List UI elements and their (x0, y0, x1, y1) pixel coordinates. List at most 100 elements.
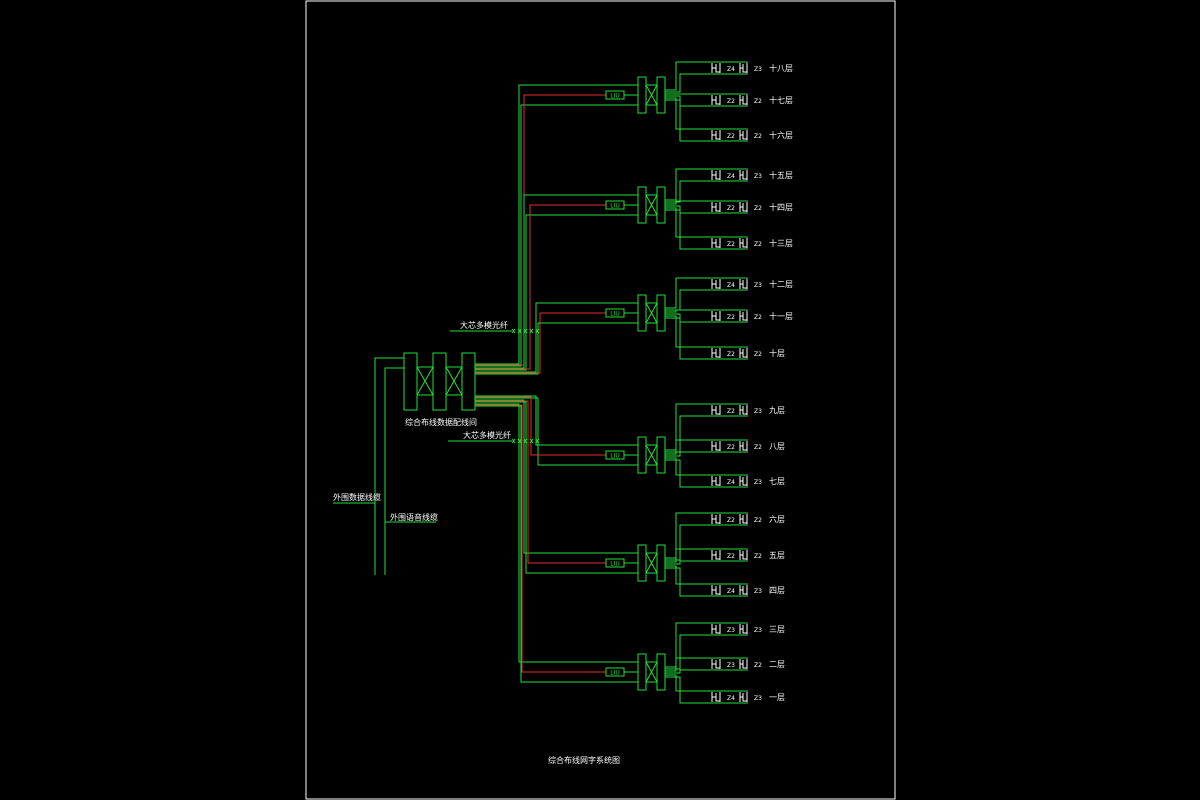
voice-outlet-icon (739, 405, 748, 415)
outlet-code: Z2 (727, 351, 735, 358)
liu-label: LIU (610, 93, 620, 100)
frame-panel (637, 436, 647, 474)
floor-label: 六层 (769, 514, 785, 524)
data-outlet-icon (711, 514, 721, 524)
floor-label: 十层 (769, 348, 785, 358)
data-outlet-icon (711, 348, 721, 358)
trunk-cable (475, 214, 638, 371)
outlet-code: Z2 (727, 314, 735, 321)
voice-outlet-icon (739, 659, 748, 669)
frame-cross-box (645, 444, 658, 466)
fiber-tick (511, 328, 516, 334)
data-outlet-icon (711, 130, 721, 140)
branch-cable (665, 403, 748, 451)
fiber-tick (517, 328, 522, 334)
frame-panel (656, 76, 666, 114)
floor-label: 五层 (769, 551, 785, 560)
frame-cross (645, 194, 658, 216)
branch-cable (665, 565, 748, 585)
voice-outlet-icon (739, 585, 748, 595)
trunk-cable (475, 302, 638, 373)
voice-outlet-icon (739, 514, 748, 524)
outlet-code: Z3 (754, 66, 762, 73)
fiber-lower-label: 大芯多模光纤 (463, 430, 511, 440)
voice-outlet-icon (739, 63, 748, 73)
outlet-code: Z4 (727, 66, 735, 73)
outside-cables (333, 357, 436, 575)
floor-label: 十六层 (769, 130, 793, 140)
outlet-code: Z2 (727, 553, 735, 560)
branch-cable (665, 277, 748, 309)
floor-label: 四层 (769, 586, 785, 595)
branch-cable (665, 457, 748, 476)
frame-panel (637, 76, 647, 114)
voice-outlet-icon (739, 170, 748, 180)
branch-cable (665, 61, 748, 91)
frame-panel (656, 544, 666, 582)
trunk-cable (475, 395, 638, 446)
floor-label: 十七层 (769, 95, 793, 105)
floor-label: 七层 (769, 477, 785, 486)
trunk-cable (475, 194, 638, 369)
frame-panel (656, 436, 666, 474)
main-distribution-frame (403, 352, 476, 411)
liu-label: LIU (610, 203, 620, 210)
liu-label: LIU (610, 561, 620, 568)
branch-cable (665, 200, 748, 205)
floor-label: 二层 (769, 660, 785, 669)
outside-voice-label: 外围语音线缆 (390, 512, 438, 522)
data-outlet-icon (711, 238, 721, 248)
fiber-tick (535, 438, 540, 444)
branch-cable (665, 669, 748, 674)
voice-outlet-icon (739, 311, 748, 321)
floor-label: 十八层 (769, 63, 793, 73)
outlet-code: Z2 (727, 408, 735, 415)
outlet-code: Z2 (727, 517, 735, 524)
outlet-code: Z2 (754, 98, 762, 105)
outlet-code: Z2 (727, 444, 735, 451)
outlet-code: Z2 (727, 205, 735, 212)
outlet-code: Z2 (727, 241, 735, 248)
frame-panel (637, 186, 647, 224)
trunk-cable (475, 397, 638, 466)
frame-cross (645, 302, 658, 324)
voice-outlet-icon (739, 476, 748, 486)
trunk-cable (475, 322, 638, 375)
outlet-code: Z3 (754, 627, 762, 634)
outlet-code: Z2 (754, 314, 762, 321)
outlet-code: Z2 (754, 517, 762, 524)
voice-outlet-icon (739, 95, 748, 105)
trunk-cable (475, 399, 638, 554)
voice-outlet-icon (739, 692, 748, 702)
floor-label: 十二层 (769, 279, 793, 289)
data-outlet-icon (711, 311, 721, 321)
branch-cable (665, 459, 748, 488)
floor-label: 十四层 (769, 202, 793, 212)
frame-cross-box (645, 194, 658, 216)
trunk-cable (475, 401, 638, 574)
data-outlet-icon (711, 202, 721, 212)
frame-panel (656, 294, 666, 332)
outlet-code: Z4 (727, 282, 735, 289)
branch-cable (665, 451, 748, 457)
outlet-code: Z2 (754, 553, 762, 560)
outlet-code: Z4 (727, 588, 735, 595)
data-outlet-icon (711, 550, 721, 560)
outlet-code: Z2 (754, 662, 762, 669)
voice-outlet-icon (739, 130, 748, 140)
fiber-tick (511, 438, 516, 444)
branch-cable (665, 99, 748, 142)
fiber-cable (475, 204, 606, 370)
branch-cable (665, 209, 748, 250)
outlet-code: Z2 (754, 205, 762, 212)
floor-label: 九层 (769, 406, 785, 415)
trunk-cables (475, 84, 638, 683)
branch-cable (665, 560, 748, 565)
floor-label: 八层 (769, 442, 785, 451)
frame-cross-box (645, 552, 658, 574)
branch-cable (665, 315, 748, 348)
trunk-cable (475, 403, 638, 663)
fiber-tick (523, 438, 528, 444)
